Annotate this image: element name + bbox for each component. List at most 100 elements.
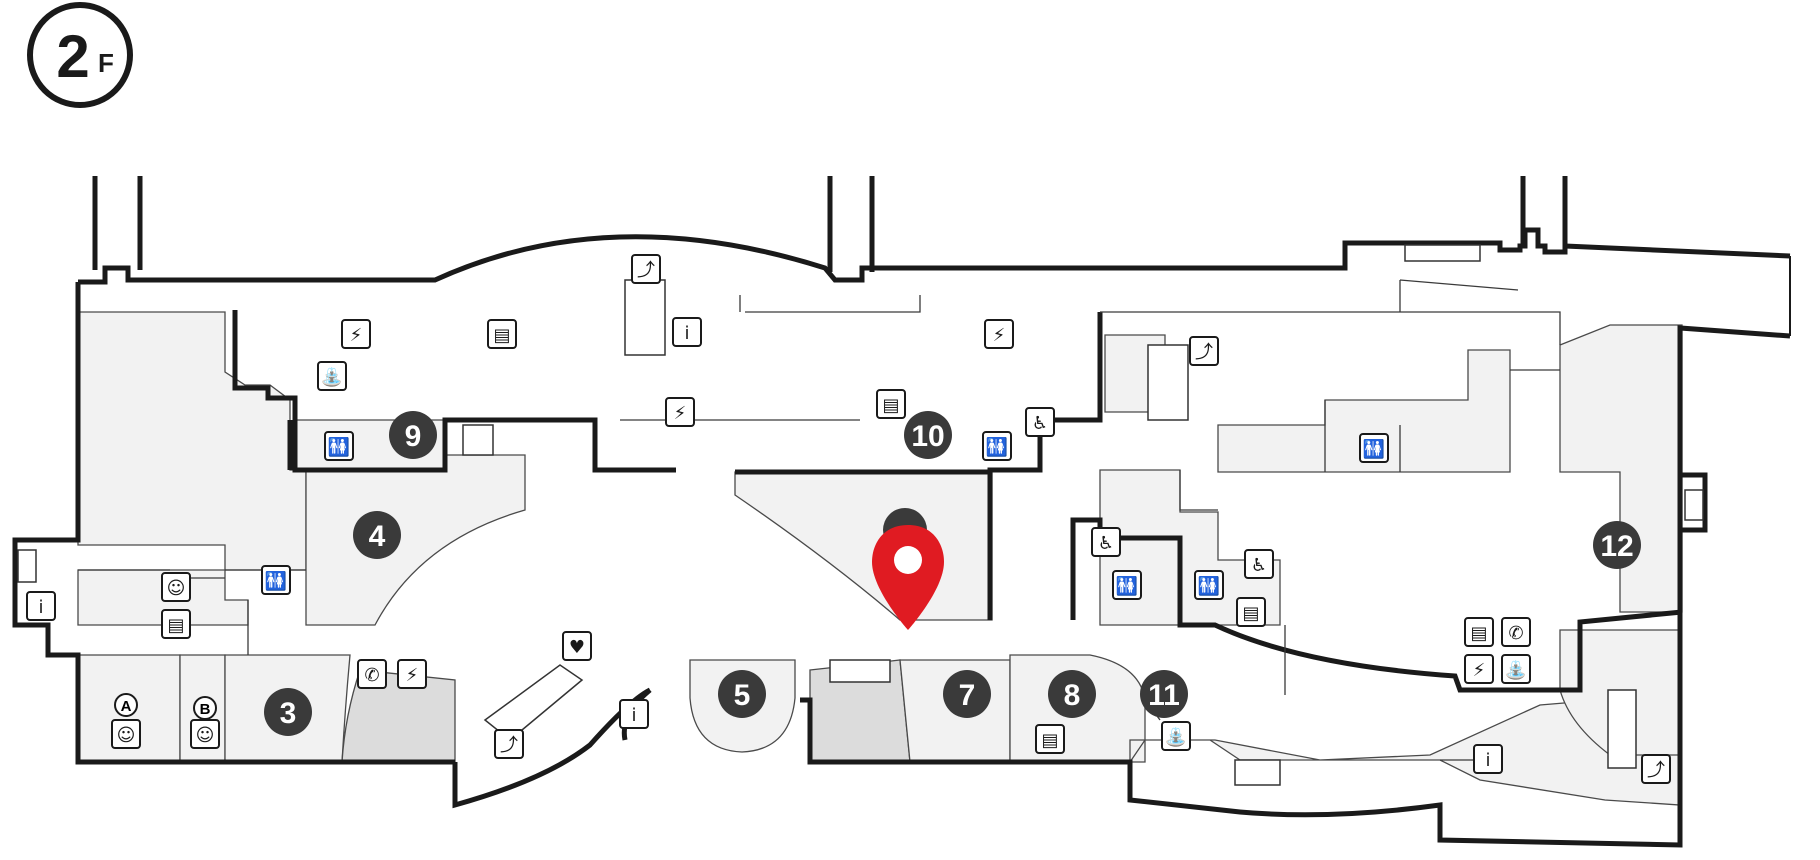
locker-icon[interactable]: ▤ — [1464, 617, 1494, 647]
restroom-icon[interactable]: 🚻 — [1359, 433, 1389, 463]
svg-text:⤴: ⤴ — [1195, 342, 1213, 363]
facility-icons: ⚡ ⚡ ⚡ ⚡ ⚡ ▤ ▤ ▤ ▤ ▤ ⤴ ⤴ ⤴ ⤴ i i i i 🚻 🚻 … — [26, 254, 1671, 784]
wheelchair-icon[interactable]: ♿ — [1025, 407, 1055, 437]
svg-text:⚡: ⚡ — [674, 403, 687, 424]
locker-icon[interactable]: ▤ — [876, 389, 906, 419]
svg-text:▤: ▤ — [1242, 603, 1259, 624]
shop-11-marker[interactable]: 11 — [1140, 670, 1188, 718]
svg-text:⚡: ⚡ — [350, 325, 363, 346]
baby-care-icon[interactable]: ☺ — [111, 719, 141, 749]
area-a-label: A — [121, 698, 132, 715]
svg-text:⚡: ⚡ — [1473, 660, 1486, 681]
escalators — [17, 244, 1704, 786]
svg-text:⚡: ⚡ — [406, 665, 419, 686]
svg-text:🚻: 🚻 — [1198, 575, 1220, 597]
svg-text:🚻: 🚻 — [1363, 438, 1385, 460]
restroom-icon[interactable]: 🚻 — [324, 431, 354, 461]
restroom-icon[interactable]: 🚻 — [982, 431, 1012, 461]
phone-icon[interactable]: ✆ — [357, 659, 387, 689]
svg-text:✆: ✆ — [364, 665, 379, 686]
svg-text:i: i — [631, 705, 636, 726]
locker-icon[interactable]: ▤ — [1236, 597, 1266, 627]
water-fountain-icon[interactable]: ⛲ — [1161, 721, 1191, 751]
shop-4-label: 4 — [369, 520, 386, 553]
water-fountain-icon[interactable]: ⛲ — [317, 361, 347, 391]
shop-8-marker[interactable]: 8 — [1048, 670, 1096, 718]
svg-text:🚻: 🚻 — [328, 436, 350, 458]
svg-text:▤: ▤ — [1470, 623, 1487, 644]
svg-text:▤: ▤ — [493, 325, 510, 346]
floor-suffix: F — [98, 48, 114, 78]
svg-text:♿: ♿ — [1098, 533, 1114, 554]
svg-text:♥: ♥ — [569, 637, 585, 658]
locker-icon[interactable]: ▤ — [161, 609, 191, 639]
svg-text:▤: ▤ — [167, 615, 184, 636]
restroom-icon[interactable]: 🚻 — [261, 565, 291, 595]
svg-text:▤: ▤ — [1041, 730, 1058, 751]
shop-5-marker[interactable]: 5 — [718, 670, 766, 718]
info-icon[interactable]: i — [619, 699, 649, 729]
shop-12-marker[interactable]: 12 — [1593, 521, 1641, 569]
svg-text:⛲: ⛲ — [321, 366, 343, 388]
info-icon[interactable]: i — [26, 591, 56, 621]
charging-icon[interactable]: ⚡ — [397, 659, 427, 689]
shop-3-marker[interactable]: 3 — [264, 688, 312, 736]
escalator-icon[interactable]: ⤴ — [494, 729, 524, 759]
floor-number: 2 — [56, 23, 89, 90]
wheelchair-icon[interactable]: ♿ — [1091, 527, 1121, 557]
charging-icon[interactable]: ⚡ — [1464, 654, 1494, 684]
charging-icon[interactable]: ⚡ — [665, 397, 695, 427]
locker-icon[interactable]: ▤ — [487, 319, 517, 349]
svg-text:⤴: ⤴ — [500, 735, 518, 756]
shop-markers: 3 4 5 7 8 9 10 — [264, 411, 1641, 736]
svg-text:🚻: 🚻 — [986, 436, 1008, 458]
svg-text:♿: ♿ — [1251, 555, 1267, 576]
shop-11-label: 11 — [1148, 679, 1180, 712]
svg-text:⚡: ⚡ — [993, 325, 1006, 346]
svg-text:⤴: ⤴ — [637, 260, 655, 281]
current-location-marker[interactable] — [872, 525, 944, 630]
area-b-label: B — [200, 701, 211, 718]
svg-text:▤: ▤ — [882, 395, 899, 416]
room-shop-4 — [305, 454, 526, 626]
escalator-icon[interactable]: ⤴ — [631, 254, 661, 284]
info-icon[interactable]: i — [672, 317, 702, 347]
charging-icon[interactable]: ⚡ — [984, 319, 1014, 349]
info-icon[interactable]: i — [1473, 744, 1503, 774]
shop-9-label: 9 — [405, 420, 422, 453]
escalator-icon[interactable]: ⤴ — [1189, 336, 1219, 366]
svg-text:🚻: 🚻 — [265, 570, 287, 592]
room-shop-6 — [734, 471, 993, 621]
aed-icon[interactable]: ♥ — [562, 631, 592, 661]
shop-10-marker[interactable]: 10 — [904, 411, 952, 459]
shop-5-label: 5 — [734, 679, 751, 712]
svg-text:i: i — [1485, 750, 1490, 771]
wheelchair-icon[interactable]: ♿ — [1244, 549, 1274, 579]
svg-text:☺: ☺ — [167, 578, 186, 599]
shopping-bag-icon[interactable]: ▤ — [1035, 724, 1065, 754]
baby-care-icon[interactable]: ☺ — [161, 572, 191, 602]
water-fountain-icon[interactable]: ⛲ — [1501, 654, 1531, 684]
phone-icon[interactable]: ✆ — [1501, 617, 1531, 647]
restroom-icon[interactable]: 🚻 — [1194, 570, 1224, 600]
svg-text:i: i — [684, 323, 689, 344]
room-west-large — [77, 311, 307, 571]
svg-text:⛲: ⛲ — [1505, 659, 1527, 681]
svg-text:☺: ☺ — [196, 725, 215, 746]
shop-4-marker[interactable]: 4 — [353, 511, 401, 559]
charging-icon[interactable]: ⚡ — [341, 319, 371, 349]
escalator-icon[interactable]: ⤴ — [1641, 754, 1671, 784]
svg-text:☺: ☺ — [117, 725, 136, 746]
shop-10-label: 10 — [911, 420, 944, 453]
restroom-icon[interactable]: 🚻 — [1112, 570, 1142, 600]
shop-9-marker[interactable]: 9 — [389, 411, 437, 459]
floor-badge: 2 F — [27, 2, 133, 108]
shop-7-marker[interactable]: 7 — [943, 670, 991, 718]
svg-text:⤴: ⤴ — [1647, 760, 1665, 781]
svg-text:⛲: ⛲ — [1165, 726, 1187, 748]
svg-text:♿: ♿ — [1032, 413, 1048, 434]
svg-text:i: i — [38, 597, 43, 618]
baby-care-icon[interactable]: ☺ — [190, 719, 220, 749]
walls — [12, 176, 1791, 848]
